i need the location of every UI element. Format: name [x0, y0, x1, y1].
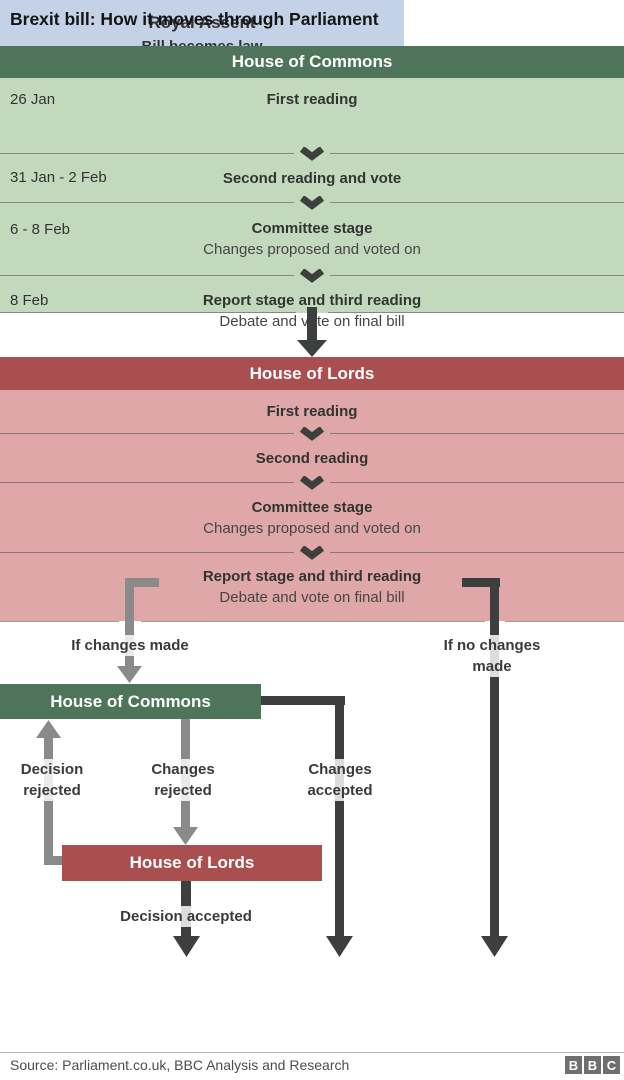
decision-rejected-elbow — [44, 856, 62, 865]
if-no-changes-arrowhead — [481, 936, 508, 957]
lords-stage-row: Report stage and third reading Debate an… — [0, 553, 624, 621]
chevron-down-icon — [299, 546, 325, 560]
bbc-logo-letter: C — [603, 1056, 620, 1074]
lords-stage-list: First reading Second reading Committee s… — [0, 390, 624, 621]
stage-title: Second reading — [255, 449, 369, 467]
source-credit: Source: Parliament.co.uk, BBC Analysis a… — [10, 1057, 350, 1073]
arrow-down-icon — [297, 307, 327, 357]
section-bottom-border — [0, 621, 624, 622]
branch-label-changes-accepted: Changes accepted — [292, 759, 388, 801]
chevron-down-icon — [299, 147, 325, 161]
lords-section-header: House of Lords — [0, 357, 624, 390]
stage-title: Report stage and third reading — [202, 568, 422, 585]
stage-title: First reading — [266, 403, 358, 420]
stage-date: 31 Jan - 2 Feb — [10, 169, 107, 186]
branch-label-changes-rejected: Changes rejected — [138, 759, 228, 801]
stage-subtitle: Changes proposed and voted on — [203, 519, 421, 537]
chevron-down-icon — [299, 196, 325, 210]
commons-section-header: House of Commons — [0, 46, 624, 78]
lords-return-box: House of Lords — [62, 845, 322, 881]
stage-date: 6 - 8 Feb — [10, 221, 71, 238]
branch-label-decision-accepted: Decision accepted — [101, 906, 271, 927]
stage-subtitle: Changes proposed and voted on — [203, 241, 421, 258]
branch-label-if-changes: If changes made — [55, 635, 205, 656]
chevron-down-icon — [299, 269, 325, 283]
stage-title: Report stage and third reading — [202, 291, 422, 309]
branch-label-decision-rejected: Decision rejected — [7, 759, 97, 801]
if-no-changes-elbow — [462, 578, 500, 587]
commons-stage-row: 6 - 8 Feb Committee stage Changes propos… — [0, 203, 624, 275]
lords-stage-row: First reading — [0, 390, 624, 433]
changes-rejected-arrowhead — [173, 827, 198, 845]
changes-accepted-elbow — [261, 696, 345, 705]
commons-stage-row: 26 Jan First reading — [0, 78, 624, 121]
bbc-logo: B B C — [565, 1056, 620, 1074]
stage-subtitle: Debate and vote on final bill — [219, 589, 405, 606]
branch-label-if-no-changes: If no changes made — [432, 635, 552, 677]
lords-stage-row: Second reading — [0, 434, 624, 482]
if-changes-elbow — [125, 578, 159, 587]
stage-date: 26 Jan — [10, 91, 56, 108]
decision-rejected-arrowhead — [36, 720, 61, 738]
if-changes-arrowhead — [117, 666, 142, 683]
commons-section: House of Commons 26 Jan First reading 31… — [0, 46, 624, 330]
changes-accepted-arrowhead — [326, 936, 353, 957]
stage-title: Committee stage — [251, 498, 373, 516]
stage-date: 8 Feb — [10, 292, 49, 309]
chevron-down-icon — [299, 427, 325, 441]
footer-divider — [0, 1052, 624, 1053]
bbc-logo-letter: B — [584, 1056, 601, 1074]
lords-section: House of Lords First reading Second read… — [0, 357, 624, 622]
stage-title: Committee stage — [251, 220, 373, 237]
royal-assent-title: Royal Assent — [148, 13, 256, 32]
stage-title: First reading — [266, 91, 358, 108]
bbc-logo-letter: B — [565, 1056, 582, 1074]
changes-accepted-line — [335, 696, 344, 938]
chevron-down-icon — [299, 476, 325, 490]
decision-accepted-arrowhead — [173, 936, 200, 957]
if-changes-line — [125, 578, 134, 668]
commons-return-box: House of Commons — [0, 684, 261, 719]
commons-stage-list: 26 Jan First reading 31 Jan - 2 Feb Seco… — [0, 78, 624, 330]
commons-stage-row: 31 Jan - 2 Feb Second reading and vote — [0, 154, 624, 202]
lords-stage-row: Committee stage Changes proposed and vot… — [0, 483, 624, 552]
stage-title: Second reading and vote — [222, 169, 402, 187]
if-no-changes-line — [490, 578, 499, 938]
page-title: Brexit bill: How it moves through Parlia… — [10, 9, 379, 29]
